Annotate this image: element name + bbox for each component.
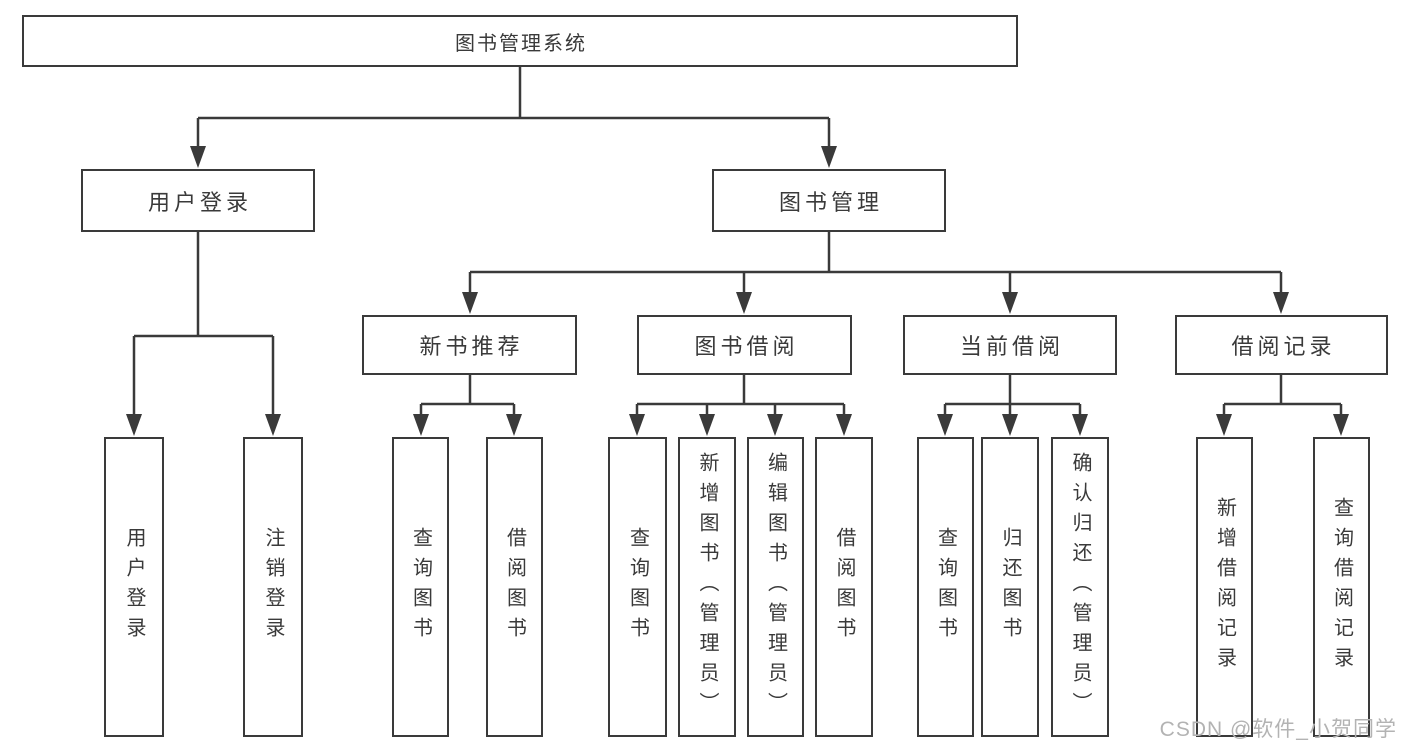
node-label: 用户登录 — [123, 527, 145, 647]
node-new-book-recommendation: 新书推荐 — [362, 315, 577, 375]
node-label: 新书推荐 — [419, 334, 524, 359]
node-leaf-query-borrow-record: 查询借阅记录 — [1313, 437, 1370, 737]
node-leaf-return-books: 归还图书 — [981, 437, 1039, 737]
node-book-management-system: 图书管理系统 — [22, 15, 1018, 67]
node-user-login: 用户登录 — [81, 169, 315, 232]
node-label: 借阅记录 — [1231, 334, 1336, 359]
node-label: 图书管理 — [778, 189, 883, 215]
node-label: 借阅图书 — [503, 527, 526, 647]
node-leaf-add-book-admin: 新增图书（管理员） — [678, 437, 736, 737]
node-leaf-query-books-borrow: 查询图书 — [608, 437, 667, 737]
node-borrowing-records: 借阅记录 — [1175, 315, 1388, 375]
csdn-watermark: CSDN @软件_小贺同学 — [1159, 718, 1397, 741]
node-label: 查询借阅记录 — [1330, 497, 1353, 677]
node-label: 确认归还（管理员） — [1069, 452, 1091, 722]
node-current-borrowing: 当前借阅 — [903, 315, 1117, 375]
node-leaf-query-books-recommend: 查询图书 — [392, 437, 449, 737]
node-leaf-logout: 注销登录 — [243, 437, 303, 737]
node-leaf-user-login: 用户登录 — [104, 437, 164, 737]
node-label: 新增图书（管理员） — [696, 452, 718, 722]
node-leaf-query-books-current: 查询图书 — [917, 437, 974, 737]
node-label: 编辑图书（管理员） — [764, 452, 787, 722]
node-label: 注销登录 — [262, 527, 284, 647]
node-book-borrowing: 图书借阅 — [637, 315, 852, 375]
node-label: 查询图书 — [626, 527, 649, 647]
node-leaf-add-borrow-record: 新增借阅记录 — [1196, 437, 1253, 737]
node-label: 新增借阅记录 — [1213, 497, 1236, 677]
node-label: 用户登录 — [147, 189, 252, 215]
node-label: 借阅图书 — [833, 527, 855, 647]
node-leaf-confirm-return-admin: 确认归还（管理员） — [1051, 437, 1109, 737]
node-label: 图书借阅 — [694, 334, 799, 359]
node-book-management: 图书管理 — [712, 169, 946, 232]
node-leaf-borrow-books: 借阅图书 — [815, 437, 873, 737]
connector-lines — [132, 67, 1343, 418]
node-label: 查询图书 — [934, 527, 957, 647]
node-label: 归还图书 — [999, 527, 1021, 647]
node-leaf-borrow-books-recommend: 借阅图书 — [486, 437, 543, 737]
node-label: 当前借阅 — [959, 334, 1064, 359]
node-label: 查询图书 — [409, 527, 432, 647]
node-leaf-edit-book-admin: 编辑图书（管理员） — [747, 437, 804, 737]
node-label: 图书管理系统 — [455, 32, 587, 55]
